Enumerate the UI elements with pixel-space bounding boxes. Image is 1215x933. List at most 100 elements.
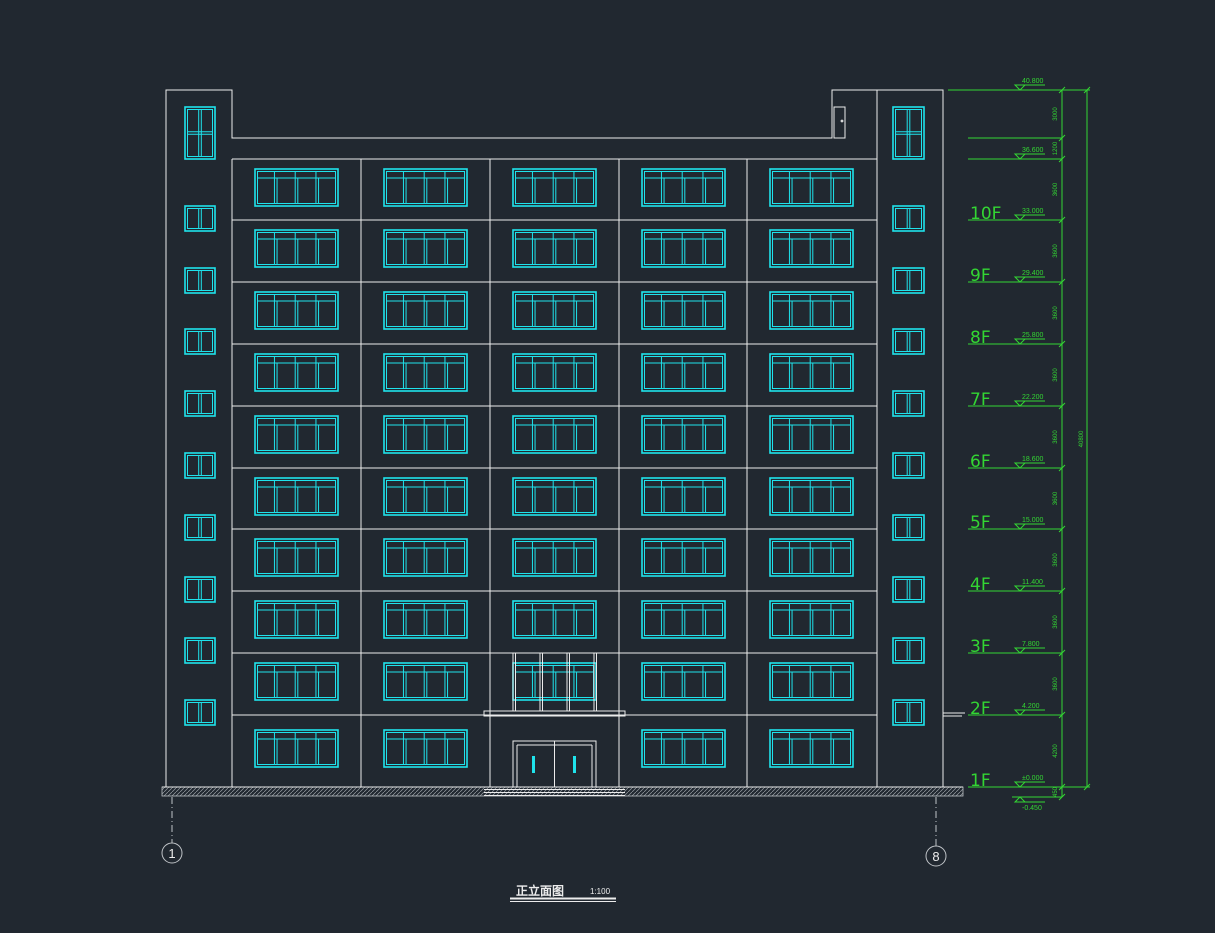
tower-windows <box>184 106 925 726</box>
window <box>383 662 468 701</box>
window-inner-frame <box>644 232 723 265</box>
dimension-tick <box>1058 525 1066 533</box>
window-frame <box>641 415 726 454</box>
window-inner-frame <box>257 480 336 513</box>
elevation-label: 25.800 <box>1022 332 1044 339</box>
window <box>641 600 726 639</box>
window-frame <box>383 291 468 330</box>
window-frame <box>641 600 726 639</box>
window-inner-frame <box>644 294 723 327</box>
window-frame <box>641 662 726 701</box>
tower-window-inner-frame <box>895 208 922 229</box>
window <box>641 538 726 577</box>
level-marker: 36.600 <box>968 147 1062 160</box>
tower-window-frame <box>892 106 925 160</box>
window-frame <box>383 229 468 268</box>
window-inner-frame <box>772 294 851 327</box>
window-inner-frame <box>515 603 594 636</box>
window-inner-frame <box>257 356 336 389</box>
window-inner-frame <box>644 665 723 698</box>
window <box>254 415 339 454</box>
elevation-label: 33.000 <box>1022 208 1044 215</box>
window <box>641 229 726 268</box>
window-frame <box>769 729 854 768</box>
window <box>383 477 468 516</box>
tower-window <box>892 390 925 417</box>
tower-window <box>184 452 216 479</box>
window-inner-frame <box>386 541 465 574</box>
window-inner-frame <box>515 356 594 389</box>
window-frame <box>641 229 726 268</box>
tower-window <box>184 699 216 726</box>
window-frame <box>254 729 339 768</box>
window-inner-frame <box>772 732 851 765</box>
floor-label: 2F <box>970 699 991 719</box>
tower-window-inner-frame <box>187 579 213 600</box>
facade-grid <box>231 158 877 787</box>
window <box>769 291 854 330</box>
window-inner-frame <box>257 294 336 327</box>
dimension-tick <box>1058 155 1066 163</box>
ground-line <box>161 786 964 797</box>
dimension-tick <box>1058 216 1066 224</box>
window-inner-frame <box>515 418 594 451</box>
window <box>254 600 339 639</box>
tower-top-window <box>892 106 925 160</box>
tower-window-frame <box>184 328 216 355</box>
window <box>383 600 468 639</box>
window <box>383 168 468 207</box>
tower-window-frame <box>892 637 925 664</box>
tower-window <box>184 514 216 541</box>
title-underline-thick <box>510 897 616 900</box>
elevation-label: 36.600 <box>1022 147 1044 154</box>
window-frame <box>254 168 339 207</box>
dimension-tick <box>1058 464 1066 472</box>
window-inner-frame <box>772 603 851 636</box>
window <box>254 229 339 268</box>
window-inner-frame <box>644 732 723 765</box>
tower-window-inner-frame <box>895 109 922 157</box>
window-inner-frame <box>386 603 465 636</box>
window-inner-frame <box>386 356 465 389</box>
floor-label: 6F <box>970 452 991 472</box>
floor-label: 3F <box>970 637 991 657</box>
window-inner-frame <box>772 480 851 513</box>
window <box>769 662 854 701</box>
window-frame <box>769 291 854 330</box>
window <box>254 168 339 207</box>
window-frame <box>383 538 468 577</box>
dimension-value: 3600 <box>1053 306 1059 320</box>
tower-window-frame <box>184 452 216 479</box>
dimension-value: 4200 <box>1053 744 1059 758</box>
drawing-scale: 1:100 <box>590 887 611 896</box>
window-inner-frame <box>386 171 465 204</box>
floor-label: 1F <box>970 771 991 791</box>
dimension-tick <box>1083 86 1091 94</box>
window-frame <box>254 229 339 268</box>
window <box>641 729 726 768</box>
dimension-value: 3600 <box>1053 553 1059 567</box>
door-handle-right <box>573 756 576 773</box>
window-inner-frame <box>515 541 594 574</box>
tower-window-frame <box>892 576 925 603</box>
window-inner-frame <box>257 418 336 451</box>
elevation-label: 7.800 <box>1022 641 1040 648</box>
dimension-tick <box>1058 86 1066 94</box>
dimension-value: 1200 <box>1053 141 1059 155</box>
window <box>512 538 597 577</box>
axis-label-8: 8 <box>932 849 939 864</box>
window <box>769 538 854 577</box>
floor-label: 9F <box>970 266 991 286</box>
axis-markers: 1 8 <box>161 797 947 867</box>
window-frame <box>254 291 339 330</box>
window-frame <box>383 415 468 454</box>
window <box>512 415 597 454</box>
window-frame <box>383 353 468 392</box>
window <box>769 229 854 268</box>
tower-window <box>184 205 216 232</box>
window-frame <box>769 600 854 639</box>
window-inner-frame <box>772 356 851 389</box>
